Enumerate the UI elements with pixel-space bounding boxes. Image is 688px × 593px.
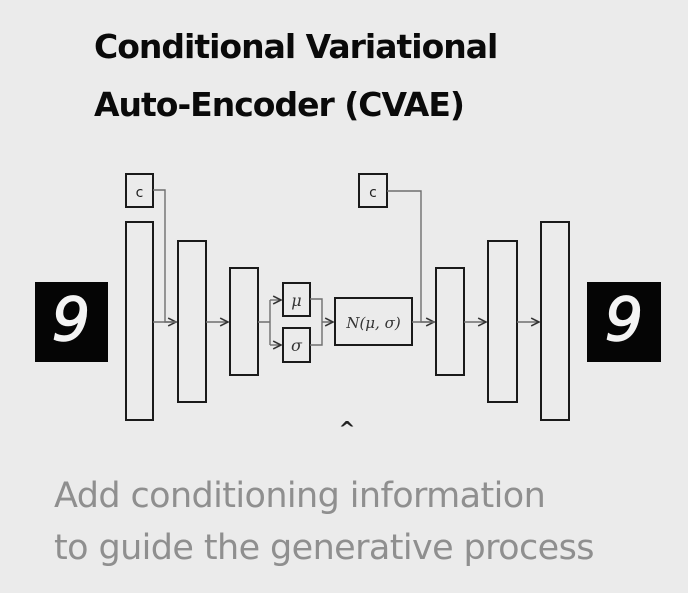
output-image: 9 xyxy=(587,282,661,362)
sampler-label: N(μ, σ) xyxy=(345,314,401,332)
stray-caret-mark: ^ xyxy=(339,417,356,440)
output-digit: 9 xyxy=(605,285,643,355)
slide-subtitle: Add conditioning information to guide th… xyxy=(54,470,594,574)
subtitle-line-1: Add conditioning information xyxy=(54,476,546,516)
encoder-condition-connector xyxy=(153,189,176,322)
split-connector xyxy=(258,300,271,345)
cvae-diagram: 9 c μ σ N(μ, σ) c 9 xyxy=(35,173,661,440)
sigma-box: σ xyxy=(282,327,311,363)
decoder-layer-3 xyxy=(540,221,570,421)
encoder-layer-1 xyxy=(125,221,154,421)
merge-connector xyxy=(310,298,333,346)
sigma-label: σ xyxy=(291,336,303,355)
slide-title: Conditional Variational Auto-Encoder (CV… xyxy=(94,18,498,134)
decoder-layer-1 xyxy=(435,267,465,376)
title-line-1: Conditional Variational xyxy=(94,27,498,66)
decoder-condition-label: c xyxy=(369,185,377,201)
encoder-layer-3 xyxy=(229,267,259,376)
input-digit: 9 xyxy=(52,285,90,355)
decoder-condition-box: c xyxy=(358,173,388,208)
input-image: 9 xyxy=(35,282,108,362)
title-line-2: Auto-Encoder (CVAE) xyxy=(94,85,465,124)
mu-label: μ xyxy=(291,291,301,310)
encoder-layer-2 xyxy=(177,240,207,403)
decoder-layer-2 xyxy=(487,240,518,403)
mu-box: μ xyxy=(282,282,311,317)
encoder-condition-box: c xyxy=(125,173,154,208)
sampler-box: N(μ, σ) xyxy=(334,297,413,346)
subtitle-line-2: to guide the generative process xyxy=(54,528,594,568)
encoder-condition-label: c xyxy=(136,185,144,201)
